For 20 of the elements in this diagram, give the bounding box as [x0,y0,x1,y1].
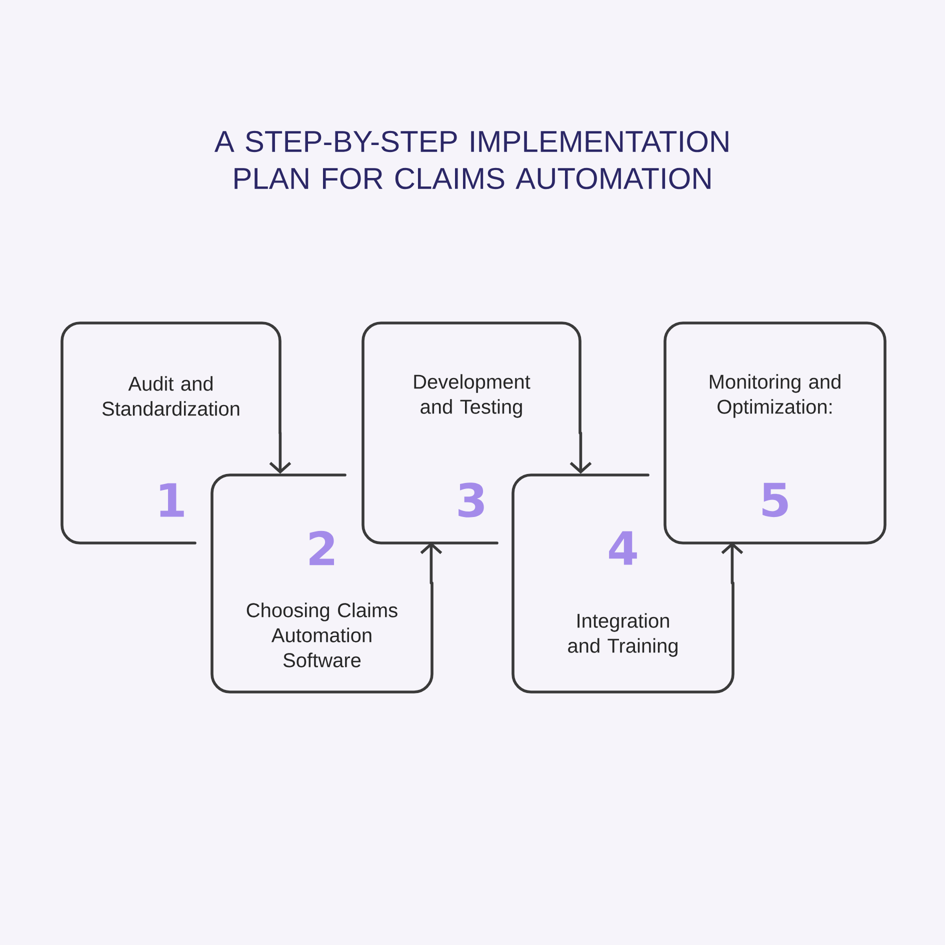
step-box [362,322,582,544]
arrow [420,542,442,584]
step-number: 2 [310,530,334,566]
arrow [721,542,744,584]
step-number: 5 [762,482,788,518]
step-box [210,474,434,694]
arrow [269,432,292,474]
step-label: Choosing Claims Automation Software [246,602,398,668]
step-label: Monitoring and Optimization: [710,374,840,418]
step-box [512,474,734,694]
title: A STEP-BY-STEP IMPLEMENTATION PLAN FOR CLAIMS AUTOMATION [214,130,728,190]
step-number: 1 [160,483,184,517]
step-number: 3 [458,482,484,518]
step-label: Audit and Standardization [102,376,240,416]
step-label: Integration and Training [568,613,678,657]
arrow [570,432,592,474]
step-box [664,322,886,544]
step-box [60,322,282,544]
step-number: 4 [609,531,637,565]
step-label: Development and Testing [414,374,530,418]
